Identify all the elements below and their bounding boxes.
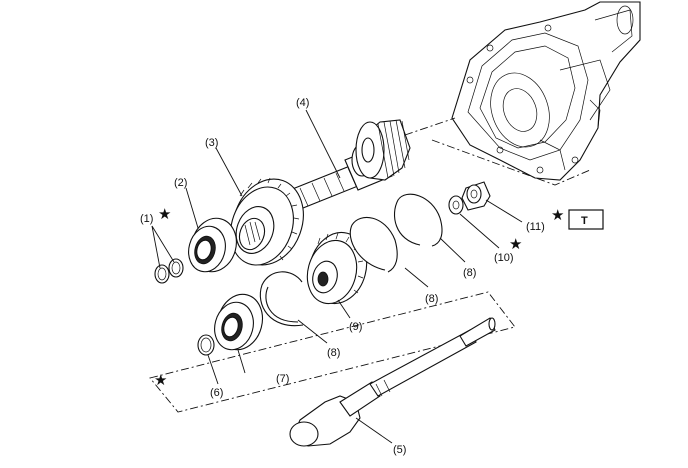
- star-icon: ★: [158, 205, 171, 223]
- leader-lines: [151, 109, 523, 444]
- callout-3: (3): [205, 137, 218, 149]
- callout-8-upper: (8): [463, 267, 476, 279]
- part-3-gear: [230, 177, 304, 266]
- star-icon: ★: [509, 235, 522, 253]
- reference-lines: [149, 117, 591, 413]
- callout-11: (11): [526, 221, 545, 233]
- callout-6: (6): [210, 387, 223, 399]
- callout-labels: (1) (2) (3) (4) (5) (6) (7) (8) (8) (8) …: [140, 97, 545, 456]
- part-5-long-shaft: [289, 317, 496, 447]
- part-1-snap-rings: [154, 258, 184, 284]
- part-11-nut: [461, 181, 491, 211]
- star-markers: ★ ★ ★ ★: [154, 205, 564, 389]
- part-10-washer: [448, 195, 464, 215]
- part-4-gear-shaft: [282, 119, 411, 213]
- callout-10: (10): [494, 252, 514, 264]
- callout-1: (1): [140, 213, 153, 225]
- part-7-bearing: [214, 293, 264, 351]
- callout-8-lower: (8): [327, 347, 340, 359]
- torque-box: T: [568, 209, 604, 230]
- star-icon: ★: [154, 371, 167, 389]
- part-2-bearing: [188, 217, 237, 273]
- callout-7: (7): [276, 373, 289, 385]
- part-9-gear: [306, 231, 368, 305]
- part-6-snap-ring: [197, 334, 215, 356]
- callout-9: (9): [349, 321, 362, 333]
- callout-4: (4): [296, 97, 309, 109]
- transmission-case: [451, 1, 641, 181]
- callout-8-middle: (8): [425, 293, 438, 305]
- torque-box-label: T: [581, 215, 588, 227]
- callout-5: (5): [393, 444, 406, 456]
- star-icon: ★: [551, 206, 564, 224]
- callout-2: (2): [174, 177, 187, 189]
- part-8-snap-rings: [259, 193, 443, 327]
